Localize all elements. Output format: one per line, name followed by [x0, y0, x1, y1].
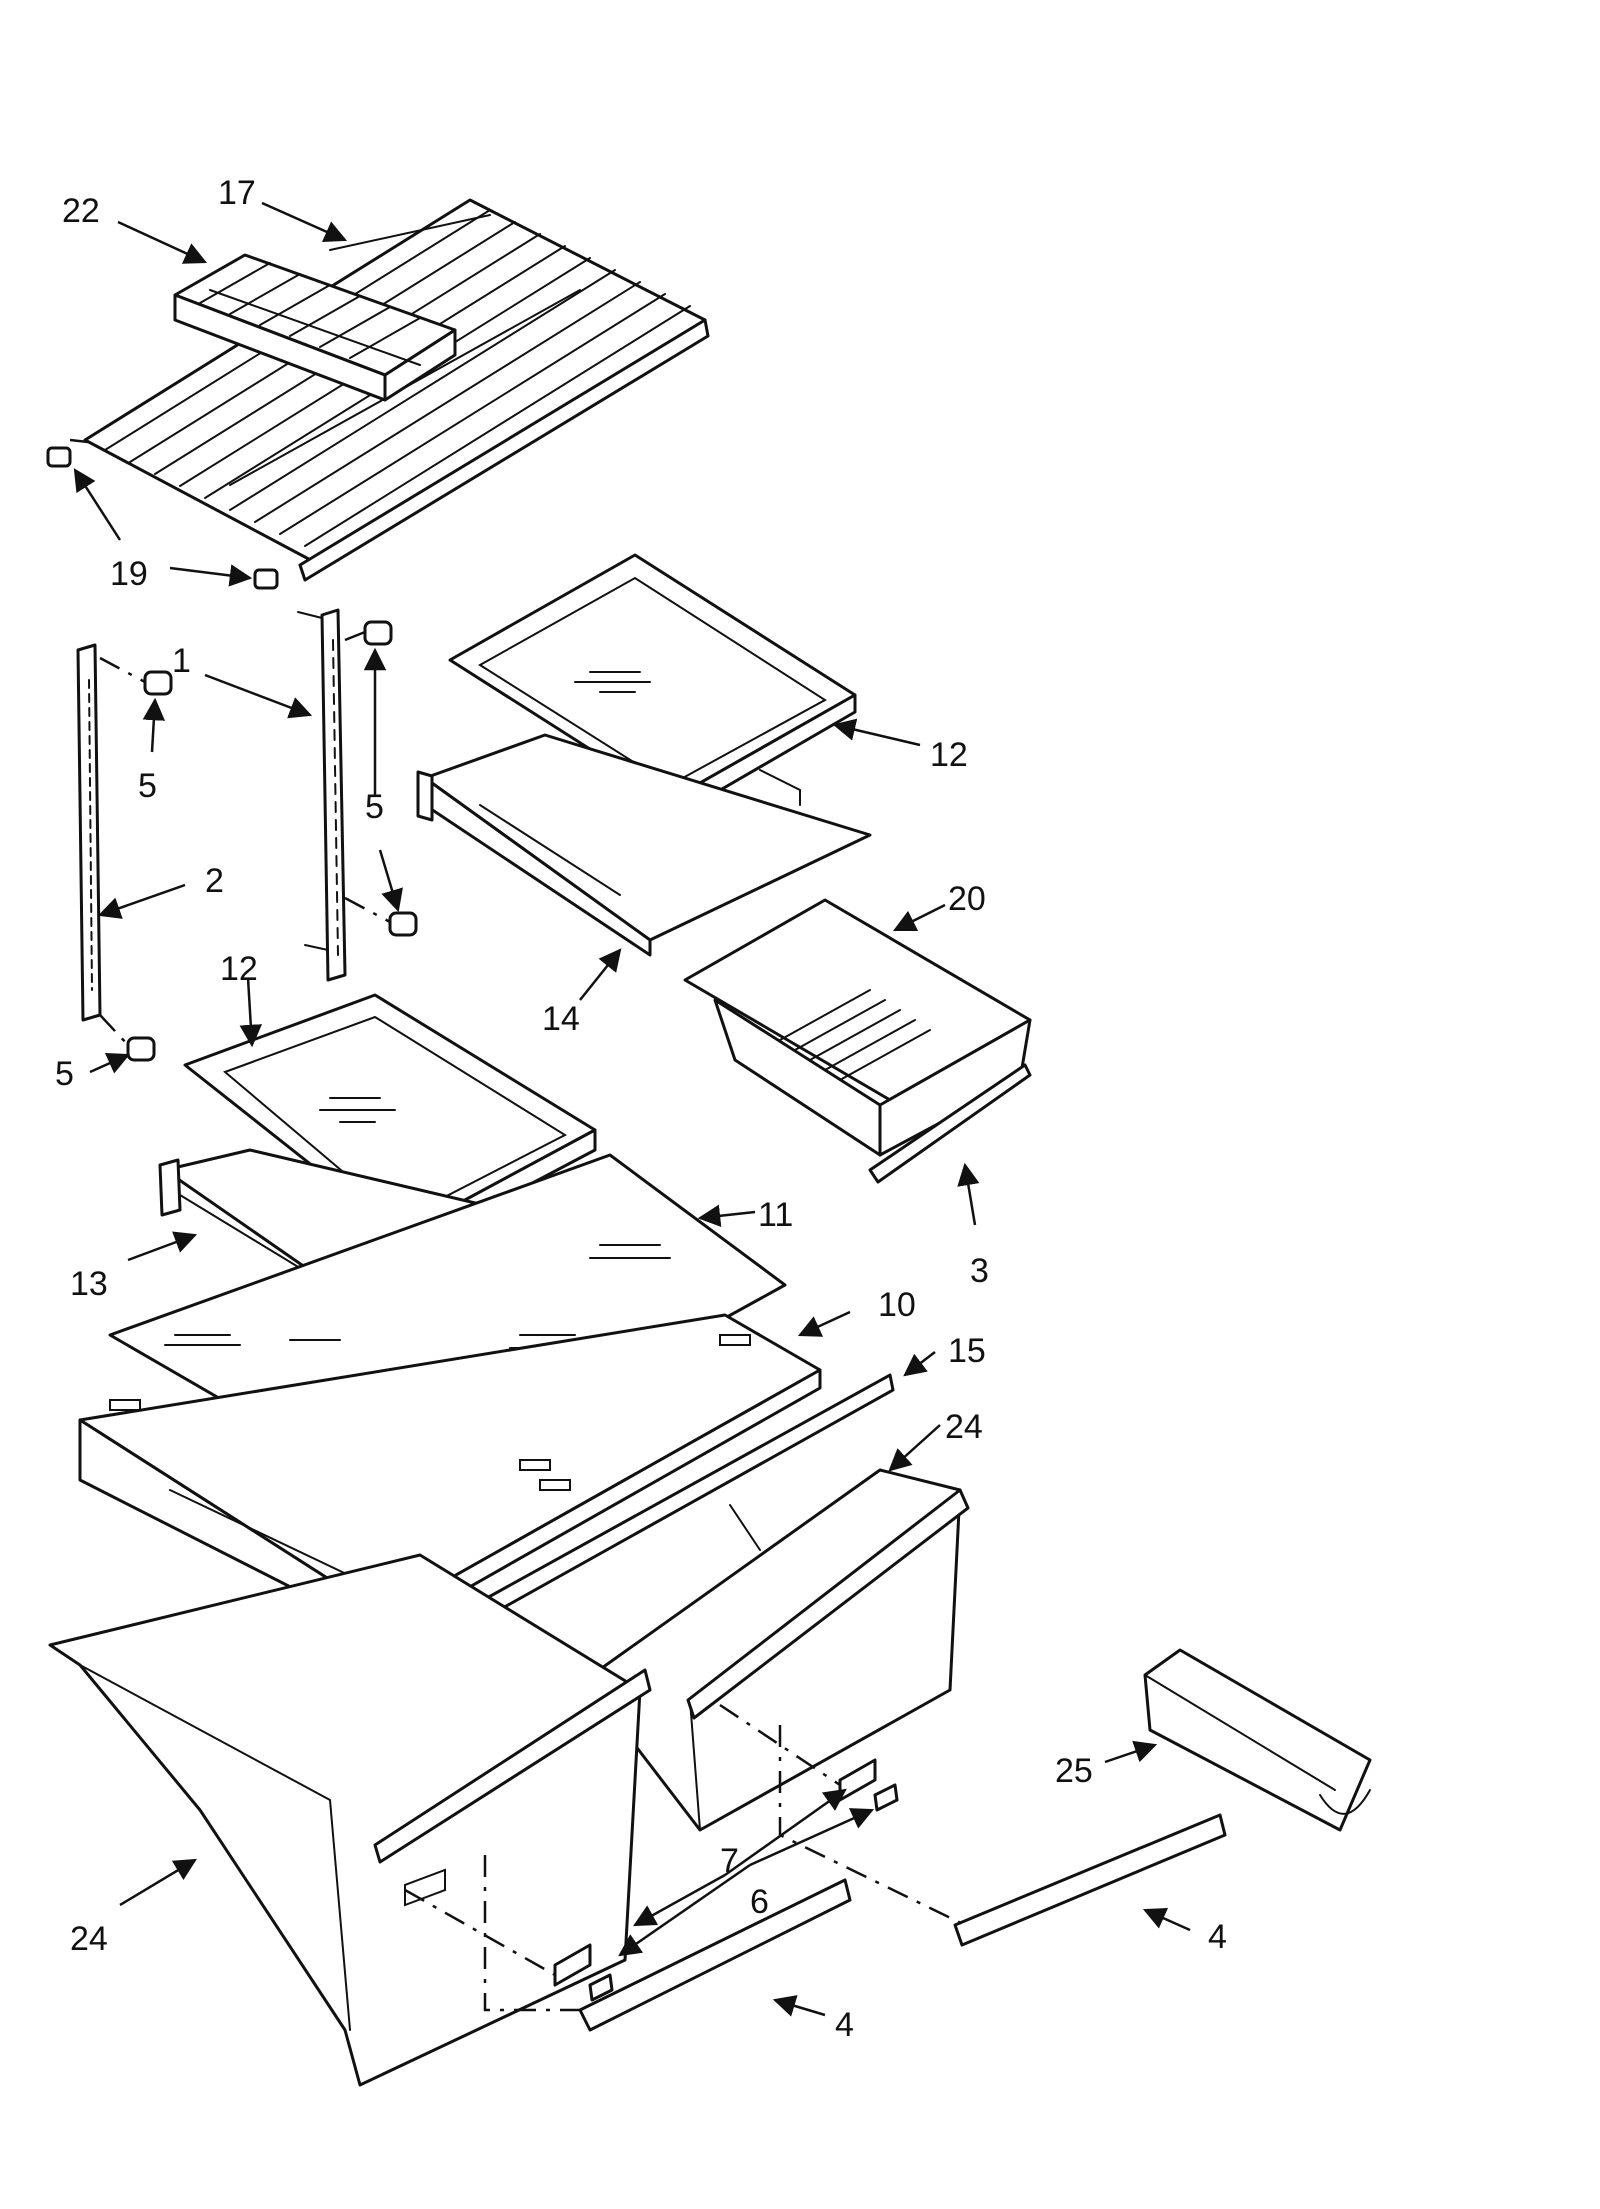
- callout-25: 25: [1055, 1752, 1093, 1790]
- shelf-stud-part-19: [46, 446, 279, 590]
- callout-17: 17: [218, 174, 256, 212]
- shelf-ladder-part-1: [297, 608, 391, 982]
- callout-4-right: 4: [1208, 1918, 1227, 1956]
- callout-5-c: 5: [55, 1055, 74, 1093]
- callout-11: 11: [758, 1196, 793, 1234]
- ice-tray-part-22: [173, 253, 457, 402]
- callout-1: 1: [172, 642, 191, 680]
- rail-part-4: [578, 1813, 1227, 2032]
- callout-3: 3: [970, 1252, 989, 1290]
- meat-pan-part-20: [683, 898, 1032, 1157]
- callout-15: 15: [948, 1332, 986, 1370]
- clip-part-7: [553, 1758, 877, 1987]
- callout-22: 22: [62, 192, 100, 230]
- drawer-slide-part-25: [1143, 1648, 1372, 1832]
- crisper-drawer-part-24-rear: [583, 1468, 970, 1832]
- callout-24-right: 24: [945, 1408, 983, 1446]
- callout-7: 7: [720, 1842, 739, 1880]
- shelf-frame-part-14: [416, 733, 872, 957]
- callout-14: 14: [542, 1000, 580, 1038]
- clip-part-6: [588, 1783, 899, 2002]
- callout-12-lower: 12: [220, 950, 258, 988]
- pan-strip-part-3: [868, 1063, 1032, 1184]
- leader-lines: [73, 201, 1191, 2017]
- callout-6: 6: [750, 1883, 769, 1921]
- callout-labels: 22 17 19 1 5 5 2 5 12 12 14 20 3 11 13 1…: [55, 174, 1227, 2044]
- crisper-drawer-part-24-front: [48, 1553, 652, 2087]
- callout-20: 20: [948, 880, 986, 918]
- shelf-ladder-part-2: [76, 643, 146, 1022]
- callout-24-left: 24: [70, 1920, 108, 1958]
- callout-10: 10: [878, 1286, 916, 1324]
- callout-19: 19: [110, 555, 148, 593]
- callout-5-a: 5: [138, 767, 157, 805]
- callout-5-b: 5: [365, 788, 384, 826]
- callout-12-upper: 12: [930, 736, 968, 774]
- callout-13: 13: [70, 1265, 108, 1303]
- callout-4-left: 4: [835, 2006, 854, 2044]
- screw-part-5: [99, 620, 418, 1062]
- callout-2: 2: [205, 862, 224, 900]
